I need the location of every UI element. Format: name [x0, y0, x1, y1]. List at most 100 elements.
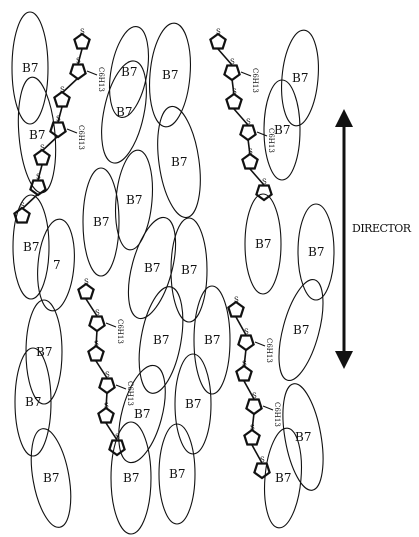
alkyl-bond [86, 70, 98, 76]
b7-ellipse [138, 286, 184, 394]
sulfur-atom-label: S [115, 433, 120, 441]
thiophene-ring [49, 121, 67, 139]
alkyl-chain-label: C6H13 [77, 125, 85, 150]
ring-bond [95, 360, 108, 379]
b7-label: B7 [292, 71, 308, 85]
b7-label: B7 [204, 333, 220, 347]
b7-label: B7 [43, 471, 59, 485]
thiophene-ring [98, 377, 116, 395]
thiophene-ring [69, 63, 87, 81]
thiophene-ring [237, 334, 255, 352]
sulfur-atom-label: S [234, 296, 239, 304]
b7-ellipse [149, 22, 191, 128]
sulfur-atom-label: S [262, 178, 267, 186]
thiophene-ring [225, 92, 243, 110]
sulfur-atom-label: S [260, 456, 265, 464]
sulfur-atom-label: S [60, 86, 65, 94]
b7-label: B7 [126, 193, 142, 207]
thiophene-ring [33, 148, 51, 166]
b7-ellipse [174, 353, 212, 455]
sulfur-atom-label: S [94, 340, 99, 348]
b7-ellipse [14, 347, 52, 457]
b7-label: B7 [185, 397, 201, 411]
thiophene-ring [53, 90, 71, 108]
b7-label: B7 [144, 261, 160, 275]
sulfur-atom-label: S [36, 173, 41, 181]
alkyl-chain-label: C6H13 [267, 128, 275, 153]
thiophene-ring [253, 462, 271, 480]
sulfur-atom-label: S [244, 328, 249, 336]
ring-bond [105, 391, 108, 410]
b7-ellipse [193, 285, 231, 395]
b7-ellipse [158, 423, 196, 525]
ring-bond [37, 164, 43, 181]
b7-ellipse [110, 421, 152, 535]
b7-ellipse [82, 167, 120, 277]
ring-bond [95, 329, 98, 348]
b7-ellipse [37, 218, 75, 312]
sulfur-atom-label: S [104, 402, 109, 410]
director: DIRECTOR [335, 109, 412, 369]
thiophene-ring [227, 300, 245, 318]
ring-bond [61, 77, 79, 94]
sulfur-atom-label: S [230, 58, 235, 66]
thiophene-ring [223, 64, 241, 82]
thiophene-ring [77, 282, 95, 300]
b7-ellipse [170, 217, 208, 323]
ring-bond [251, 412, 255, 432]
b7-label: 7 [53, 258, 61, 272]
ring-bond [243, 348, 247, 368]
sulfur-atom-label: S [80, 28, 85, 36]
alkyl-bond [105, 322, 117, 328]
sulfur-atom-label: S [246, 118, 251, 126]
alkyl-chain-label: C6H13 [126, 381, 134, 406]
b7-ellipse [109, 26, 149, 118]
ring-bond [57, 106, 63, 123]
ring-bond [243, 380, 255, 400]
b7-ellipse [157, 105, 201, 219]
thiophene-ring [97, 406, 115, 424]
b7-ellipse [281, 29, 319, 127]
b7-ellipse [278, 279, 324, 381]
alkyl-bond [66, 128, 78, 134]
alkyl-chain-label: C6H13 [265, 338, 273, 363]
b7-label: B7 [22, 61, 38, 75]
ring-bond [85, 298, 98, 317]
thiophene-ring [73, 32, 91, 50]
ring-bond [251, 444, 263, 464]
b7-label: B7 [255, 237, 271, 251]
thiophene-ring [209, 32, 227, 50]
ring-bond [231, 78, 235, 96]
b7-label: B7 [295, 430, 311, 444]
b7-label: B7 [116, 105, 132, 119]
b7-label: B7 [274, 123, 290, 137]
ring-bond [21, 193, 39, 210]
thiophene-ring [243, 428, 261, 446]
ring-bond [235, 316, 247, 336]
oligothiophene-molecules: SSC6H13SSC6H13SSSSSC6H13SSC6H13SSSSC6H13… [13, 28, 281, 480]
alkyl-chain-label: C6H13 [97, 67, 105, 92]
b7-ellipse [244, 193, 282, 295]
b7-label: B7 [308, 245, 324, 259]
b7-ellipse [11, 11, 49, 125]
b7-label: B7 [123, 471, 139, 485]
thiophene-ring [87, 344, 105, 362]
sulfur-atom-label: S [76, 57, 81, 65]
sulfur-atom-label: S [95, 309, 100, 317]
thiophene-ring [13, 206, 31, 224]
ring-bond [105, 422, 118, 441]
b7-ellipse [118, 364, 166, 464]
thiophene-ring [245, 398, 263, 416]
b7-label: B7 [171, 155, 187, 169]
b7-ellipse [30, 428, 72, 528]
alkyl-chain-label: C6H13 [116, 319, 124, 344]
b7-label: B7 [153, 333, 169, 347]
b7-label: B7 [162, 68, 178, 82]
sulfur-atom-label: S [20, 202, 25, 210]
b7-label: B7 [275, 471, 291, 485]
sulfur-atom-label: S [216, 28, 221, 36]
b7-ellipse [114, 149, 154, 251]
thiophene-ring [241, 152, 259, 170]
